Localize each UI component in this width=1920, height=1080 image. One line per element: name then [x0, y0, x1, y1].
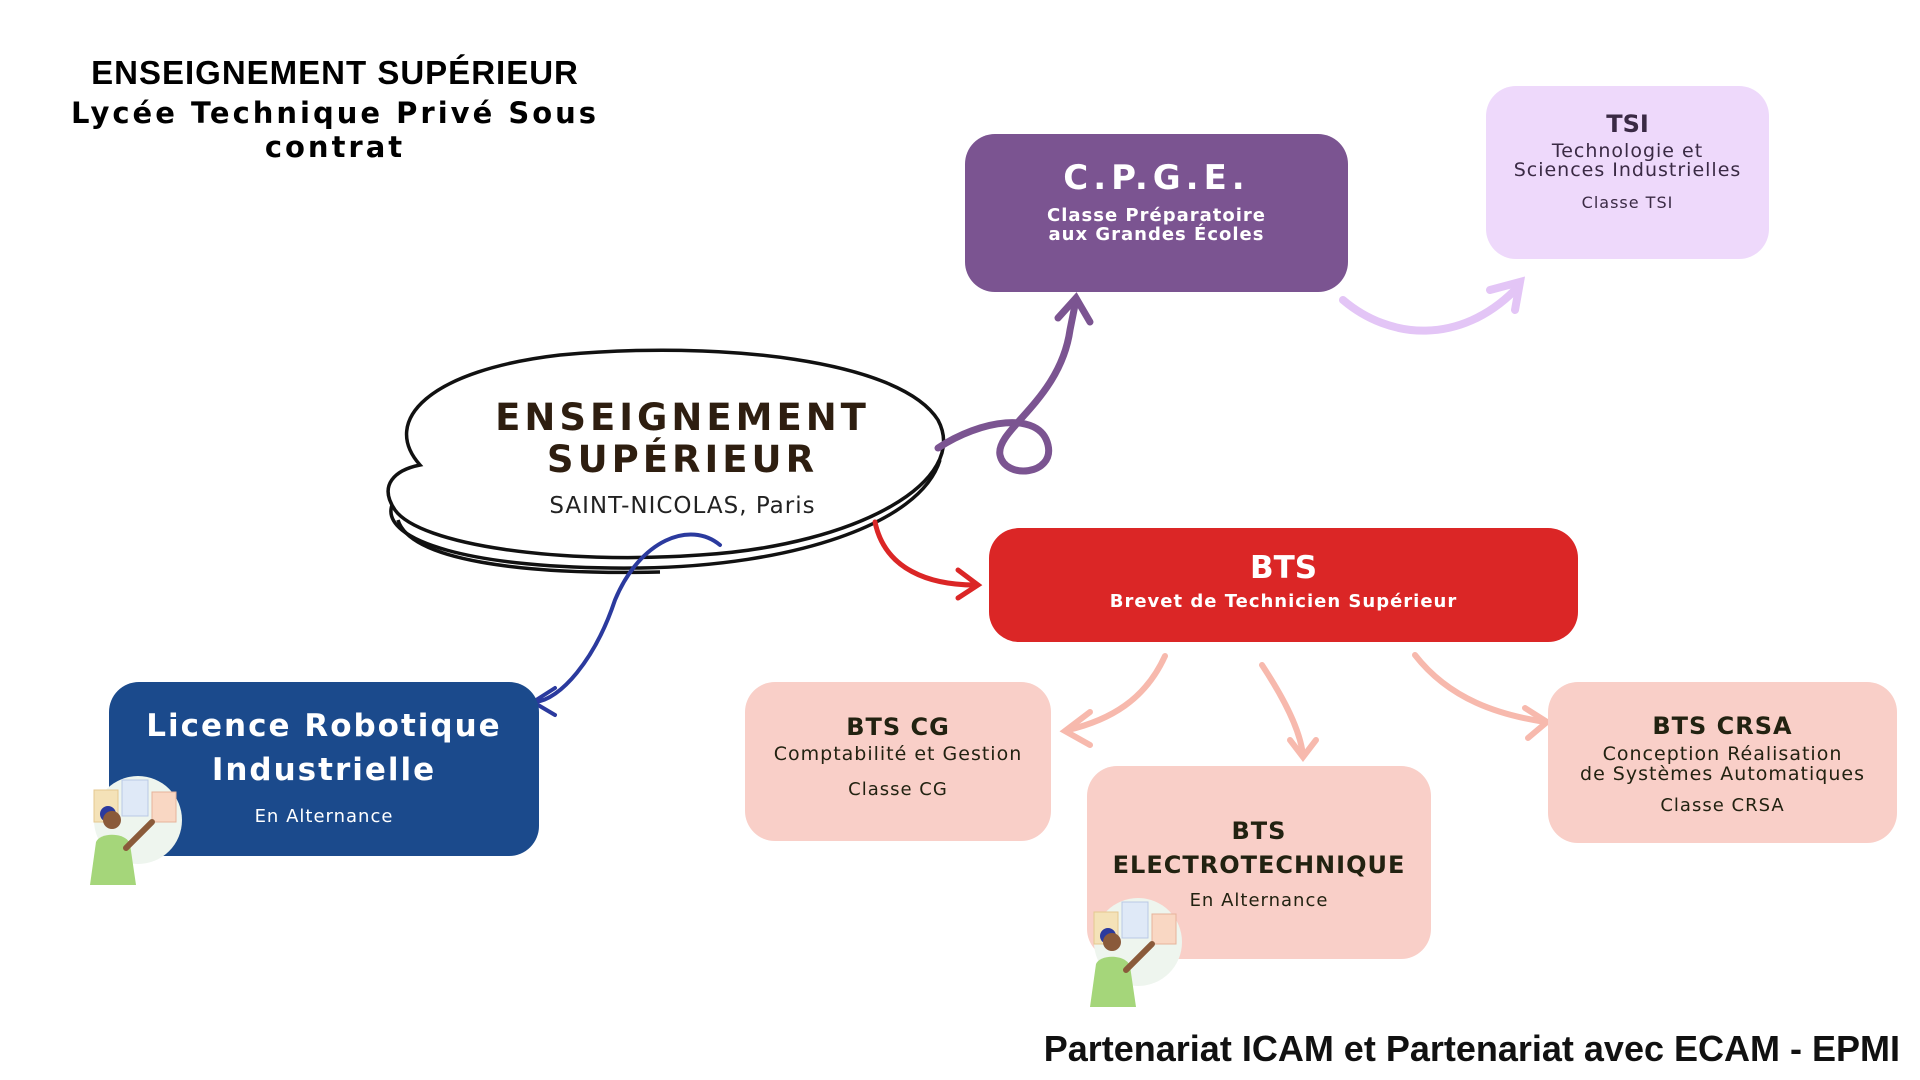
- arrow-to-bts: [872, 519, 983, 601]
- header-subtitle: Lycée Technique Privé Sous contrat: [70, 96, 600, 164]
- center-subtitle: SAINT-NICOLAS, Paris: [549, 493, 816, 519]
- arrow-to-bts-cg: [1059, 653, 1168, 748]
- licence-box: Licence Robotique Industrielle En Altern…: [109, 682, 539, 856]
- tsi-subtitle: Technologie et Sciences Industrielles: [1513, 140, 1742, 181]
- header-title: ENSEIGNEMENT SUPÉRIEUR: [91, 54, 579, 91]
- bts-cg-subtitle: Comptabilité et Gestion: [773, 743, 1023, 765]
- cpge-title: C.P.G.E.: [1063, 158, 1250, 198]
- bts-box: BTS Brevet de Technicien Supérieur: [989, 528, 1578, 642]
- bts-subtitle: Brevet de Technicien Supérieur: [1109, 591, 1458, 612]
- arrow-to-cpge: [934, 292, 1094, 475]
- worker-illustration-icon: [1090, 898, 1182, 1007]
- bts-elec-title: BTS ELECTROTECHNIQUE: [1112, 817, 1406, 879]
- worker-illustration-icon: [90, 776, 182, 885]
- center-title: ENSEIGNEMENT SUPÉRIEUR: [495, 396, 870, 481]
- bts-cg-box: BTS CG Comptabilité et Gestion Classe CG: [745, 682, 1051, 841]
- arrow-to-bts-crsa: [1412, 652, 1553, 741]
- bts-crsa-box: BTS CRSA Conception Réalisation de Systè…: [1548, 682, 1897, 843]
- cpge-subtitle: Classe Préparatoire aux Grandes Écoles: [1047, 205, 1266, 245]
- bts-title: BTS: [1249, 550, 1318, 586]
- bts-elec-box: BTS ELECTROTECHNIQUE En Alternance: [1087, 766, 1431, 959]
- licence-title: Licence Robotique Industrielle: [146, 708, 502, 788]
- tsi-title: TSI: [1606, 110, 1649, 138]
- licence-subtitle: En Alternance: [254, 806, 394, 827]
- arrow-to-tsi: [1339, 276, 1526, 335]
- bts-crsa-subtitle: Conception Réalisation de Systèmes Autom…: [1580, 743, 1865, 785]
- bts-cg-class: Classe CG: [848, 779, 948, 800]
- bts-elec-subtitle: En Alternance: [1189, 890, 1329, 911]
- bts-crsa-title: BTS CRSA: [1652, 712, 1793, 740]
- arrow-to-bts-elec: [1259, 662, 1319, 762]
- bts-crsa-class: Classe CRSA: [1660, 795, 1785, 816]
- footer-partnership: Partenariat ICAM et Partenariat avec ECA…: [1043, 1028, 1900, 1069]
- center-ellipse: [386, 348, 946, 575]
- tsi-class: Classe TSI: [1581, 193, 1674, 212]
- bts-cg-title: BTS CG: [846, 713, 950, 741]
- cpge-box: C.P.G.E. Classe Préparatoire aux Grandes…: [965, 134, 1348, 292]
- tsi-box: TSI Technologie et Sciences Industrielle…: [1486, 86, 1769, 259]
- arrow-to-licence: [529, 532, 722, 717]
